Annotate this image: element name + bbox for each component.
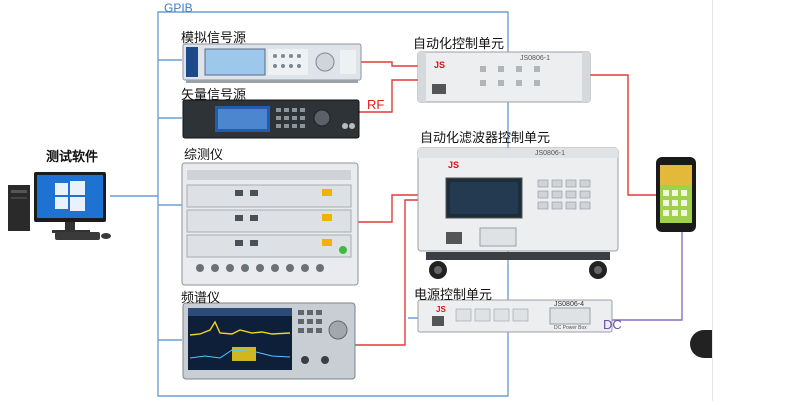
auto-ctrl-label: 自动化控制单元 [413,37,505,52]
vector-signal-generator [182,99,360,139]
spectrum-analyzer [182,302,356,380]
pc-icon [8,172,111,240]
analog-signal-generator [182,43,362,83]
power-unit-model: JS0806-4 [554,301,584,308]
rf-line-phone [590,74,658,196]
power-control-unit: JS [417,299,613,333]
tester-label: 综测仪 [184,148,224,163]
power-unit-sub: DC Power Box [554,325,587,331]
spectrum-label: 频谱仪 [181,291,221,306]
radio-communication-tester [181,162,359,286]
gpib-label: GPIB [164,1,193,15]
gpib-frame-line [157,11,509,397]
svg-text:JS: JS [434,60,445,70]
filter-control-unit: JS [417,147,619,279]
dc-line [612,232,683,321]
rf-line-vector [358,79,418,113]
svg-text:JS: JS [448,160,459,170]
smartphone-icon [656,157,696,232]
test-software-label: 测试软件 [46,150,99,165]
rf-label: RF [367,97,385,112]
automation-control-unit: JS [417,51,591,103]
rf-line-tester [358,194,418,223]
side-scroll-button[interactable] [690,330,712,358]
rf-line-analog [360,61,418,67]
vector-sg-label: 矢量信号源 [181,88,247,103]
page-edge [712,0,713,401]
rf-lines [355,61,658,346]
auto-unit-model: JS0806-1 [520,55,550,62]
filter-ctrl-label: 自动化滤波器控制单元 [420,131,551,146]
svg-text:JS: JS [436,305,446,314]
filter-unit-model: JS0806-1 [535,150,565,157]
analog-sg-label: 模拟信号源 [181,31,247,46]
power-ctrl-label: 电源控制单元 [414,288,493,303]
rf-line-spectrum [355,199,418,346]
dc-label: DC [603,317,622,332]
